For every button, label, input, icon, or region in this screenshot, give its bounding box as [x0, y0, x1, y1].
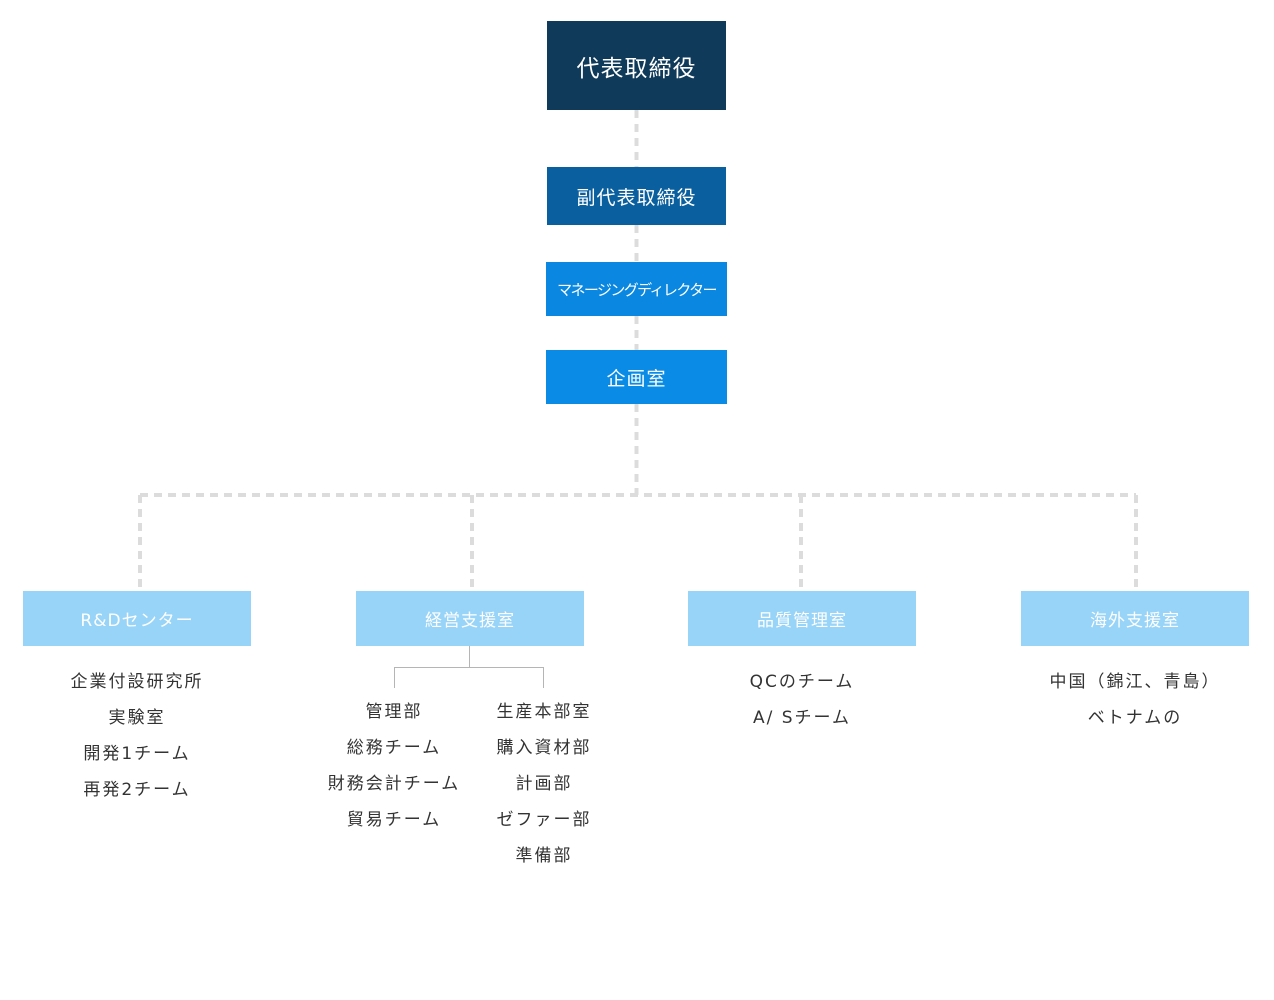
- management-support-left-unit-list: 管理部 総務チーム 財務会計チーム 貿易チーム: [314, 698, 474, 842]
- unit-item: 企業付設研究所: [70, 672, 204, 692]
- unit-item: ベトナムの: [1087, 708, 1183, 728]
- department-management-support: 経営支援室: [356, 591, 584, 646]
- managing-director-box: マネージングディレクター: [546, 262, 727, 316]
- unit-item: A/ Sチーム: [752, 708, 852, 728]
- unit-item: 中国（錦江、青島）: [1049, 672, 1221, 692]
- management-support-right-unit-list: 生産本部室 購入資材部 計画部 ゼファー部 準備部: [464, 698, 624, 878]
- rd-center-unit-list: 企業付設研究所 実験室 開発1チーム 再発2チーム: [23, 668, 251, 812]
- unit-item: 計画部: [515, 774, 573, 794]
- unit-item: 準備部: [515, 846, 573, 866]
- quality-control-unit-list: QCのチーム A/ Sチーム: [688, 668, 916, 740]
- unit-item: 購入資材部: [496, 738, 592, 758]
- department-overseas-support: 海外支援室: [1021, 591, 1249, 646]
- unit-item: 総務チーム: [346, 738, 442, 758]
- unit-item: 開発1チーム: [83, 744, 191, 764]
- department-quality-control: 品質管理室: [688, 591, 916, 646]
- unit-item: 実験室: [108, 708, 166, 728]
- ceo-box: 代表取締役: [547, 21, 726, 110]
- unit-item: QCのチーム: [749, 672, 855, 692]
- unit-item: ゼファー部: [496, 810, 592, 830]
- unit-item: 管理部: [365, 702, 423, 722]
- planning-office-box: 企画室: [546, 350, 727, 404]
- dotted-connectors: [138, 110, 1138, 591]
- unit-item: 生産本部室: [496, 702, 592, 722]
- overseas-support-unit-list: 中国（錦江、青島） ベトナムの: [1021, 668, 1249, 740]
- vice-president-box: 副代表取締役: [547, 167, 726, 225]
- solid-bracket-connector: [394, 646, 544, 688]
- unit-item: 再発2チーム: [83, 780, 191, 800]
- department-rd-center: R&Dセンター: [23, 591, 251, 646]
- unit-item: 貿易チーム: [346, 810, 442, 830]
- unit-item: 財務会計チーム: [327, 774, 461, 794]
